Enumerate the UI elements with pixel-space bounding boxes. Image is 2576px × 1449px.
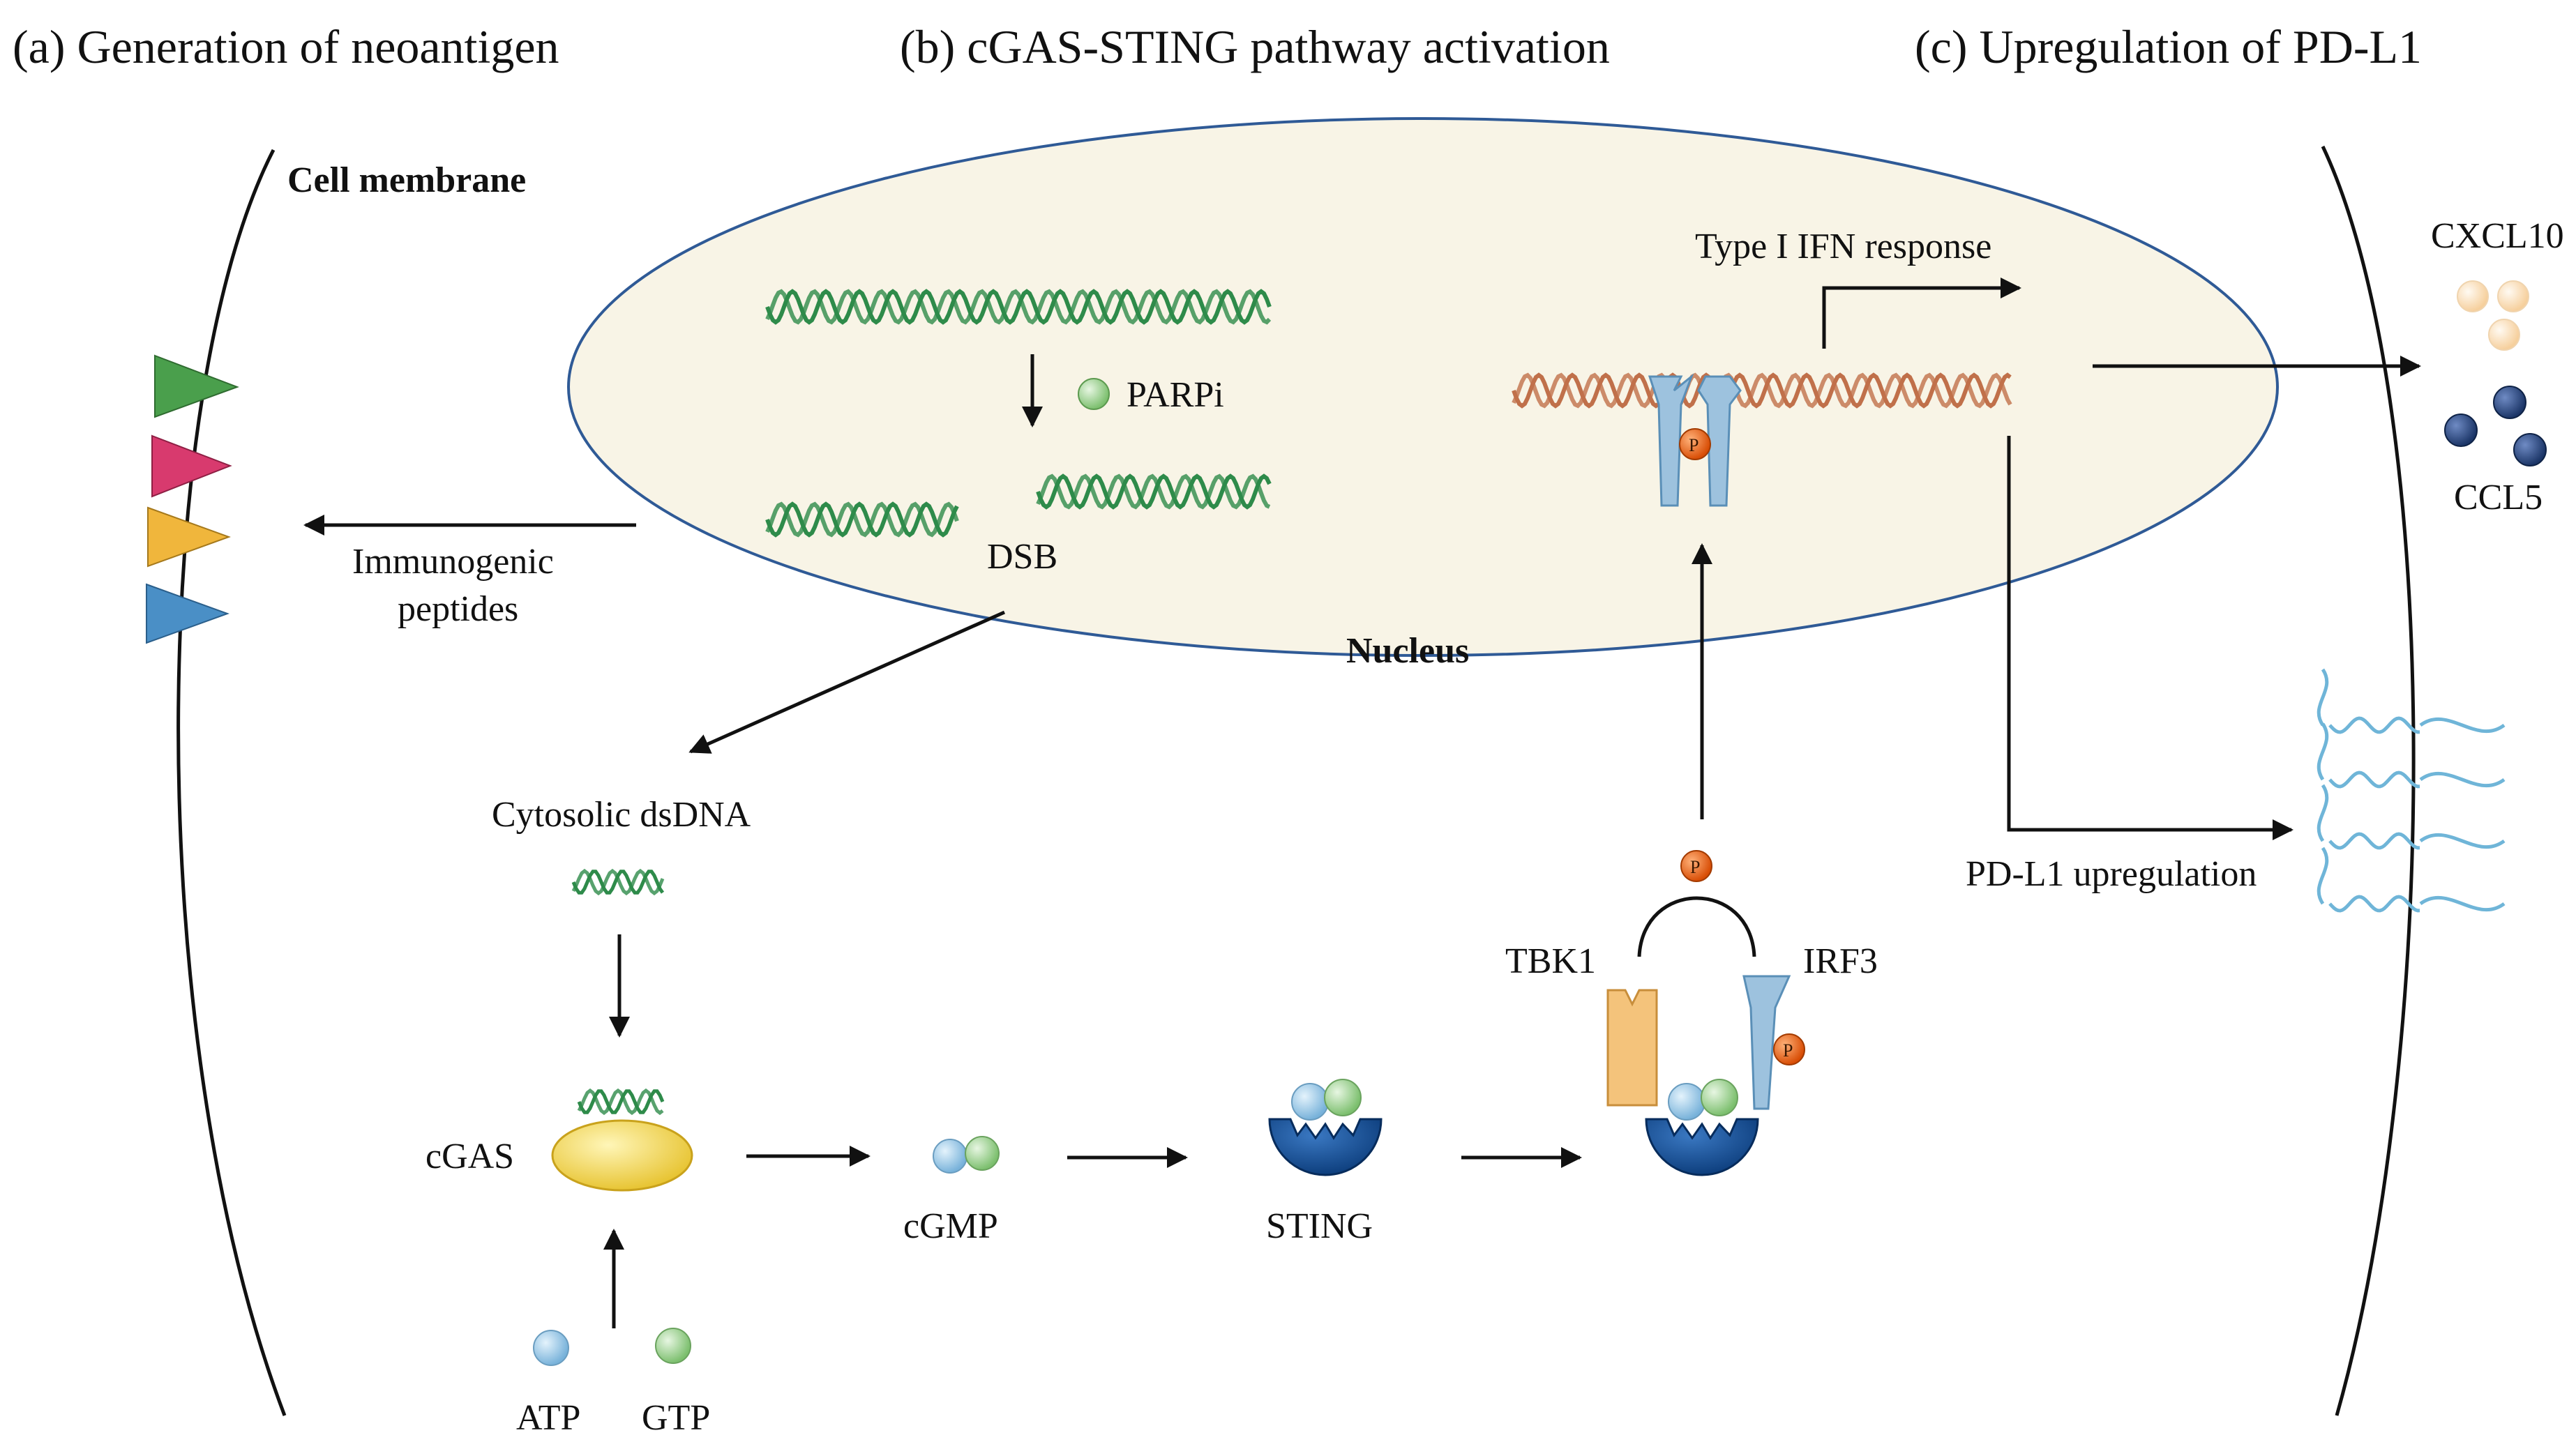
pdl1-receptors-icon — [2317, 668, 2506, 913]
parpi-label: PARPi — [1127, 375, 1224, 415]
dimer-phospho-label: P — [1689, 435, 1698, 455]
cgas-bound-dna-icon — [577, 1088, 665, 1116]
peptide-blue-icon — [146, 583, 229, 644]
cgas-label: cGAS — [425, 1137, 514, 1176]
atp-label: ATP — [516, 1398, 580, 1438]
peptide-yellow-icon — [147, 506, 231, 568]
cxcl10-label: CXCL10 — [2431, 216, 2564, 256]
free-phospho-label: P — [1690, 857, 1700, 877]
ccl5-icon-1 — [2493, 386, 2526, 419]
type1-ifn-label: Type I IFN response — [1695, 227, 1991, 266]
gtp-label: GTP — [642, 1398, 710, 1438]
cell-membrane-label: Cell membrane — [287, 160, 526, 200]
free-phospho-icon — [1680, 850, 1712, 882]
tbk1-icon — [1606, 989, 1658, 1107]
peptide-green-icon — [154, 354, 239, 418]
panel-c-title: (c) Upregulation of PD-L1 — [1915, 20, 2422, 73]
cgmp-blue-icon — [933, 1139, 967, 1174]
tbk1-irf3-link — [1637, 896, 1756, 957]
ccl5-icon-3 — [2513, 433, 2547, 466]
peptide-pink-icon — [151, 434, 232, 498]
cxcl10-icon-2 — [2497, 280, 2529, 312]
parpi-icon — [1078, 378, 1110, 410]
intact-dna-icon — [765, 289, 1272, 325]
peptides-label: peptides — [398, 589, 518, 629]
cytosolic-dsdna-label: Cytosolic dsDNA — [492, 795, 751, 835]
pdl1-up-label: PD-L1 upregulation — [1966, 854, 2257, 894]
cxcl10-icon-3 — [2488, 319, 2520, 351]
irf3-phospho-label: P — [1783, 1040, 1793, 1061]
atp-icon — [533, 1330, 569, 1366]
cgmp-green-icon — [965, 1136, 1000, 1171]
tbk1-label: TBK1 — [1505, 941, 1596, 981]
left-cell-membrane — [176, 149, 287, 1416]
cxcl10-icon-1 — [2457, 280, 2489, 312]
irf3-dimer-icon — [1648, 373, 1742, 507]
nucleus — [567, 117, 2279, 657]
cgmp-label: cGMP — [903, 1206, 998, 1246]
cytosolic-dsdna-icon — [571, 868, 665, 896]
dsb-to-cytosol-arrow — [688, 610, 1006, 754]
pdl1-up-arrow — [2007, 436, 2293, 840]
irf3-label: IRF3 — [1803, 941, 1878, 981]
irf3-icon — [1742, 975, 1791, 1110]
sting-icon — [1268, 1079, 1383, 1176]
gtp-icon — [655, 1328, 691, 1364]
right-cell-membrane — [2321, 145, 2416, 1416]
ifn-response-arrow — [1822, 278, 2021, 349]
nuclear-dna-orange-icon — [1512, 372, 2012, 409]
broken-dna-left-icon — [765, 501, 959, 538]
panel-b-title: (b) cGAS-STING pathway activation — [900, 20, 1610, 73]
panel-a-title: (a) Generation of neoantigen — [13, 20, 559, 73]
nucleus-label: Nucleus — [1346, 631, 1469, 671]
immunogenic-label: Immunogenic — [352, 542, 554, 582]
sting-label: STING — [1266, 1206, 1373, 1246]
sting-tbk1-irf3-complex-icon — [1645, 1079, 1759, 1176]
cgas-enzyme-icon — [551, 1119, 693, 1192]
ccl5-label: CCL5 — [2454, 478, 2543, 517]
ccl5-icon-2 — [2444, 414, 2478, 447]
broken-dna-right-icon — [1036, 473, 1272, 510]
irf3-phospho-icon — [1773, 1033, 1805, 1065]
dsb-label: DSB — [987, 537, 1057, 577]
